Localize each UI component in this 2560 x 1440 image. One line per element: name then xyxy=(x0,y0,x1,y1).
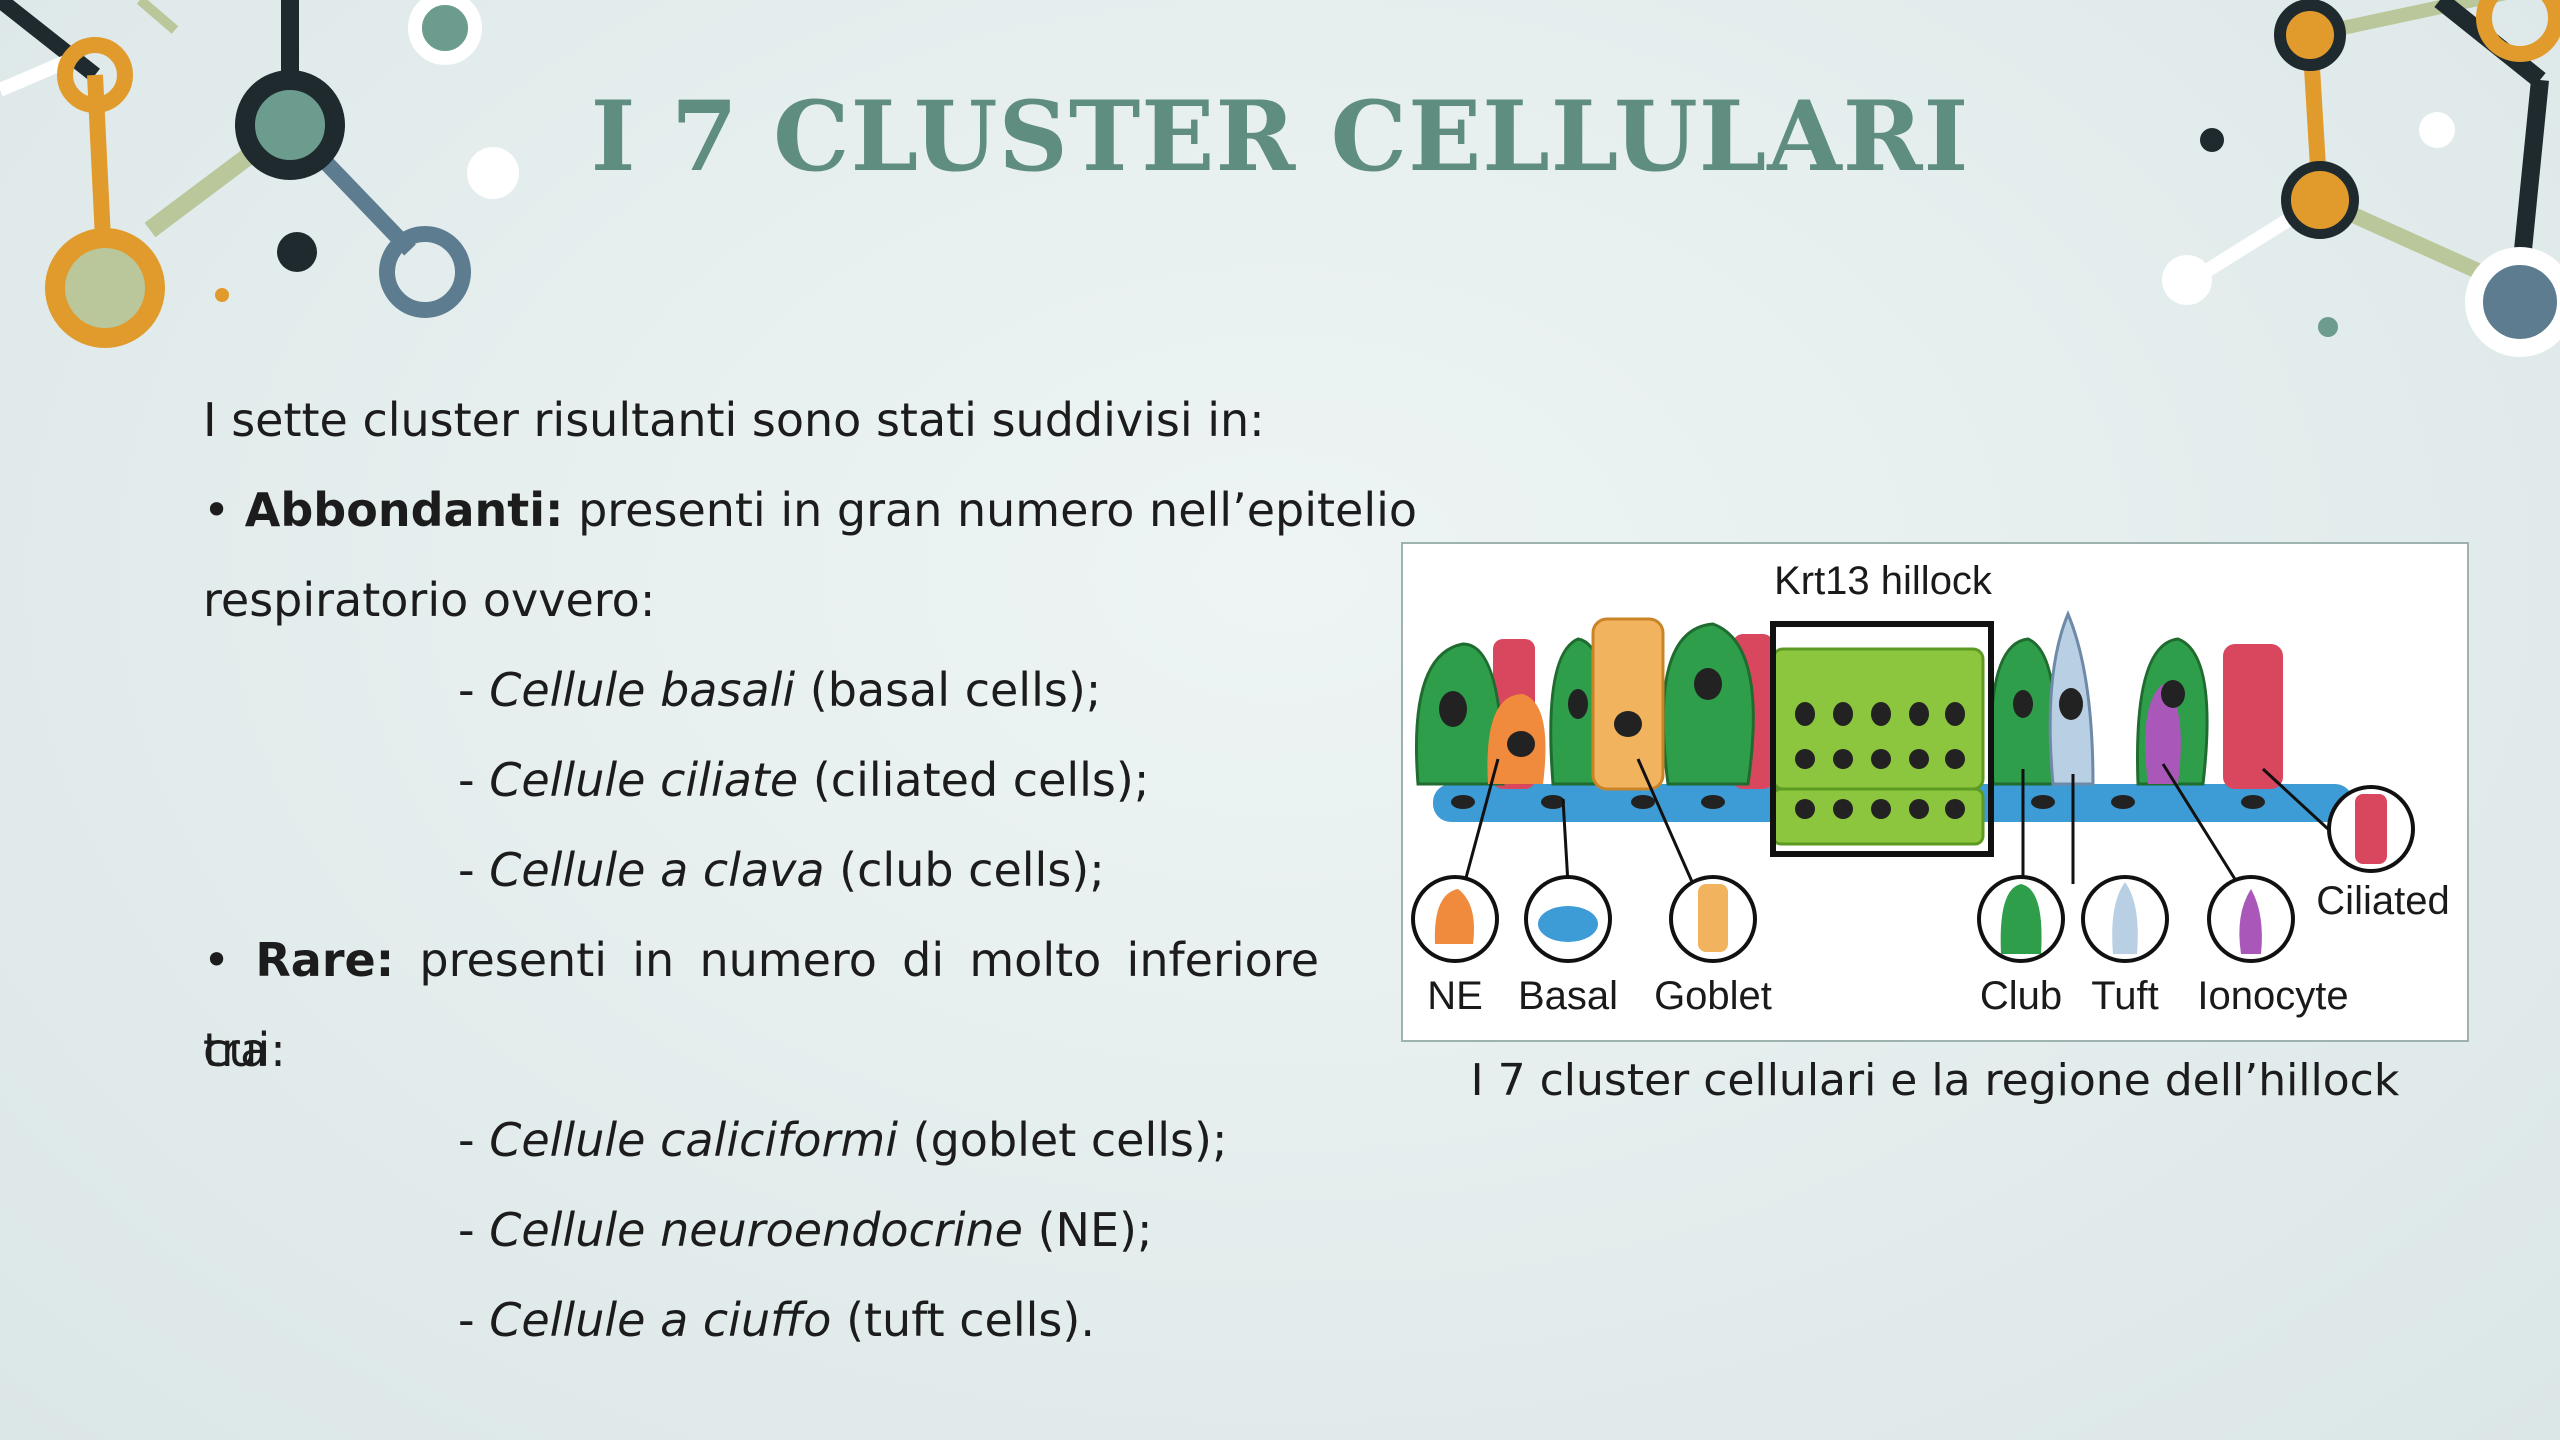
abbondanti-label: Abbondanti: xyxy=(244,483,564,537)
rare-label: Rare: xyxy=(255,933,395,987)
item-italic: Cellule basali xyxy=(489,663,796,717)
intro-line: I sette cluster risultanti sono stati su… xyxy=(203,393,1265,447)
item-rest: (tuft cells). xyxy=(831,1293,1095,1347)
item-italic: Cellule a ciuffo xyxy=(489,1293,832,1347)
slide-title: I 7 CLUSTER CELLULARI xyxy=(590,80,1970,193)
item-italic: Cellule neuroendocrine xyxy=(489,1203,1023,1257)
item-italic: Cellule ciliate xyxy=(489,753,799,807)
abbondanti-text: presenti in gran numero nell’epitelio xyxy=(578,483,1418,537)
item-italic: Cellule a clava xyxy=(489,843,825,897)
epithelium-figure: Krt13 hillock NE Basal Goblet Club xyxy=(1401,542,2469,1042)
body-text: I sette cluster risultanti sono stati su… xyxy=(203,375,1417,1365)
item-rest: (NE); xyxy=(1022,1203,1153,1257)
list-item: - Cellule a ciuffo (tuft cells). xyxy=(203,1275,1319,1365)
club-cell xyxy=(1661,622,1755,786)
item-rest: (club cells); xyxy=(824,843,1105,897)
abbondanti-continuation: respiratorio ovvero: xyxy=(203,573,656,627)
list-item: - Cellule ciliate (ciliated cells); xyxy=(203,735,1319,825)
item-italic: Cellule caliciformi xyxy=(489,1113,899,1167)
rare-text: presenti in numero di molto inferiore tr… xyxy=(203,933,1320,1077)
list-item: - Cellule a clava (club cells); xyxy=(203,825,1319,915)
dash: - xyxy=(458,1113,490,1167)
dash: - xyxy=(458,1203,490,1257)
pointer-lines xyxy=(1461,758,2330,890)
figure-caption: I 7 cluster cellulari e la regione dell’… xyxy=(1470,1055,2400,1106)
ciliated-cell xyxy=(2223,644,2283,789)
item-rest: (goblet cells); xyxy=(898,1113,1228,1167)
hillock-box xyxy=(1770,621,1994,857)
list-item: - Cellule basali (basal cells); xyxy=(203,645,1319,735)
rare-line: • Rare: presenti in numero di molto infe… xyxy=(203,915,1319,1077)
label-tuft: Tuft xyxy=(2091,974,2158,1018)
molecule-decoration-left xyxy=(0,0,519,348)
bullet: • xyxy=(203,483,231,537)
goblet-cell xyxy=(1591,617,1665,791)
label-basal: Basal xyxy=(1518,974,1618,1018)
label-ne: NE xyxy=(1427,974,1483,1018)
list-item: - Cellule caliciformi (goblet cells); xyxy=(203,1095,1319,1185)
label-goblet: Goblet xyxy=(1654,974,1772,1018)
rare-continuation: cui: xyxy=(203,1023,286,1077)
dash: - xyxy=(458,843,490,897)
abbondanti-line: • Abbondanti: presenti in gran numero ne… xyxy=(203,465,1417,555)
molecule-decoration-right xyxy=(2162,0,2560,357)
bullet: • xyxy=(203,933,231,987)
label-club: Club xyxy=(1980,974,2062,1018)
label-ionocyte: Ionocyte xyxy=(2197,974,2348,1018)
epithelium-diagram: Krt13 hillock NE Basal Goblet Club xyxy=(1411,559,2450,1018)
ionocyte-cell xyxy=(2145,684,2181,784)
item-rest: (basal cells); xyxy=(795,663,1102,717)
dash: - xyxy=(458,663,490,717)
nuclei xyxy=(1439,668,2265,819)
dash: - xyxy=(458,753,490,807)
dash: - xyxy=(458,1293,490,1347)
hillock-label: Krt13 hillock xyxy=(1774,559,1993,603)
item-rest: (ciliated cells); xyxy=(798,753,1150,807)
label-ciliated: Ciliated xyxy=(2316,879,2449,923)
list-item: - Cellule neuroendocrine (NE); xyxy=(203,1185,1319,1275)
